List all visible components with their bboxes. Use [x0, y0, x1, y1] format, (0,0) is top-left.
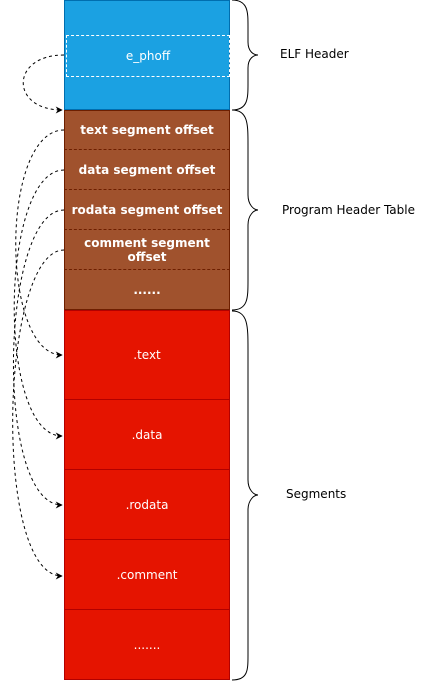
- elf-header-block: e_phoff: [64, 0, 230, 110]
- pht-row-text: text segment offset: [64, 110, 230, 150]
- segment-data: .data: [64, 400, 230, 470]
- pht-row-comment: comment segment offset: [64, 230, 230, 270]
- segment-label: .data: [131, 427, 163, 442]
- rodata-offset-arrow: [12, 209, 65, 509]
- pht-row-data: data segment offset: [64, 150, 230, 190]
- pht-row-label: ......: [133, 282, 161, 297]
- segment-label: .rodata: [125, 497, 169, 512]
- segments-brace: [231, 310, 259, 681]
- program-header-table-label: Program Header Table: [282, 203, 415, 217]
- data-offset-arrow: [13, 169, 65, 440]
- pht-row-rodata: rodata segment offset: [64, 190, 230, 230]
- segment-label: .......: [133, 637, 161, 652]
- segment-comment: .comment: [64, 540, 230, 610]
- e-phoff-field: e_phoff: [66, 35, 230, 77]
- pht-row-label: data segment offset: [78, 162, 216, 177]
- text-offset-arrow: [15, 129, 65, 359]
- segment-label: .comment: [116, 567, 178, 582]
- segment-ellipsis: .......: [64, 610, 230, 680]
- e-phoff-label: e_phoff: [125, 49, 171, 63]
- elf-header-brace: [231, 0, 259, 111]
- pht-row-label: comment segment offset: [84, 235, 210, 264]
- pht-row-ellipsis: ......: [64, 270, 230, 310]
- segment-rodata: .rodata: [64, 470, 230, 540]
- elf-header-label: ELF Header: [280, 47, 349, 61]
- comment-offset-arrow: [12, 249, 65, 580]
- segment-label: .text: [133, 348, 161, 362]
- pht-row-label: text segment offset: [80, 123, 214, 137]
- segment-text: .text: [64, 310, 230, 400]
- pht-row-label: rodata segment offset: [71, 202, 223, 217]
- pht-brace: [231, 109, 259, 311]
- e-phoff-arrow: [22, 54, 65, 114]
- segments-label: Segments: [286, 487, 347, 501]
- memory-stack: e_phoff text segment offset data segment…: [64, 0, 230, 680]
